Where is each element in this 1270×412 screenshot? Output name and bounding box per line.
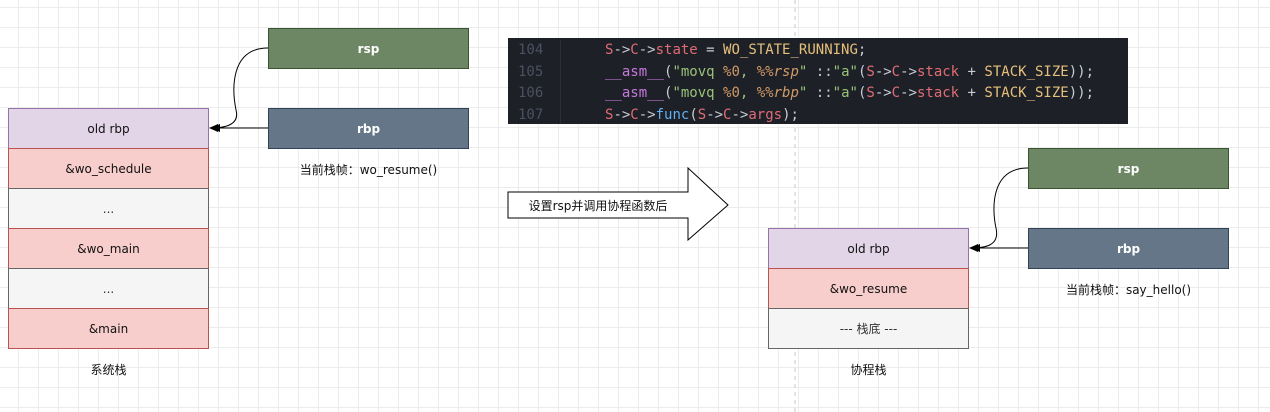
register-label: rbp	[356, 121, 381, 136]
cell-label: old rbp	[847, 241, 890, 256]
rsp-pointer-arrow-left	[209, 47, 269, 132]
rsp-register-left: rsp	[268, 28, 469, 69]
code-line: 106 __asm__("movq %0, %%rbp" ::"a"(S->C-…	[508, 83, 1128, 105]
cell-label: ...	[102, 201, 115, 216]
system-stack-cell-main: &main	[8, 308, 209, 349]
code-line: 105 __asm__("movq %0, %%rsp" ::"a"(S->C-…	[508, 61, 1128, 83]
line-number: 104	[518, 42, 544, 58]
system-stack-cell-ellipsis: ...	[8, 188, 209, 229]
code-snippet: 104 S->C->state = WO_STATE_RUNNING; 105 …	[508, 38, 1128, 124]
rbp-register-right: rbp	[1028, 228, 1229, 269]
cell-label: &wo_resume	[829, 281, 908, 296]
cell-label: --- 栈底 ---	[839, 322, 898, 336]
code-text: S->C->state = WO_STATE_RUNNING;	[560, 40, 866, 62]
rsp-register-right: rsp	[1028, 148, 1229, 189]
coroutine-stack-caption: 协程栈	[850, 363, 887, 377]
rbp-register-left: rbp	[268, 108, 469, 149]
transition-arrow-shape	[507, 166, 729, 242]
cell-label: &main	[88, 321, 129, 336]
code-line: 104 S->C->state = WO_STATE_RUNNING;	[508, 40, 1128, 62]
line-number: 105	[518, 63, 544, 80]
line-number: 106	[518, 85, 544, 101]
line-number: 107	[518, 106, 544, 123]
register-label: rsp	[357, 41, 380, 56]
system-stack-cell-old-rbp: old rbp	[8, 108, 209, 149]
cell-label: &wo_main	[77, 241, 140, 256]
rsp-pointer-arrow-right	[969, 167, 1029, 252]
register-label: rsp	[1117, 161, 1140, 176]
code-text: __asm__("movq %0, %%rbp" ::"a"(S->C->sta…	[560, 83, 1094, 105]
register-label: rbp	[1116, 241, 1141, 256]
transition-arrow-label: 设置rsp并调用协程函数后	[528, 198, 668, 213]
code-text: __asm__("movq %0, %%rsp" ::"a"(S->C->sta…	[560, 61, 1094, 83]
cell-label: old rbp	[87, 121, 130, 136]
coroutine-stack-cell-bottom: --- 栈底 ---	[768, 308, 969, 349]
coroutine-stack-cell-old-rbp: old rbp	[768, 228, 969, 269]
left-frame-caption: 当前栈帧：wo_resume()	[299, 163, 438, 177]
cell-label: ...	[102, 281, 115, 296]
system-stack-caption: 系统栈	[90, 363, 127, 377]
system-stack-cell-ellipsis: ...	[8, 268, 209, 309]
system-stack-cell-wo-main: &wo_main	[8, 228, 209, 269]
right-frame-caption: 当前栈帧：say_hello()	[1065, 283, 1192, 297]
code-text: S->C->func(S->C->args);	[560, 104, 799, 124]
code-line: 107 S->C->func(S->C->args);	[508, 104, 1128, 124]
system-stack-cell-wo-schedule: &wo_schedule	[8, 148, 209, 189]
coroutine-stack-cell-wo-resume: &wo_resume	[768, 268, 969, 309]
cell-label: &wo_schedule	[65, 161, 152, 176]
